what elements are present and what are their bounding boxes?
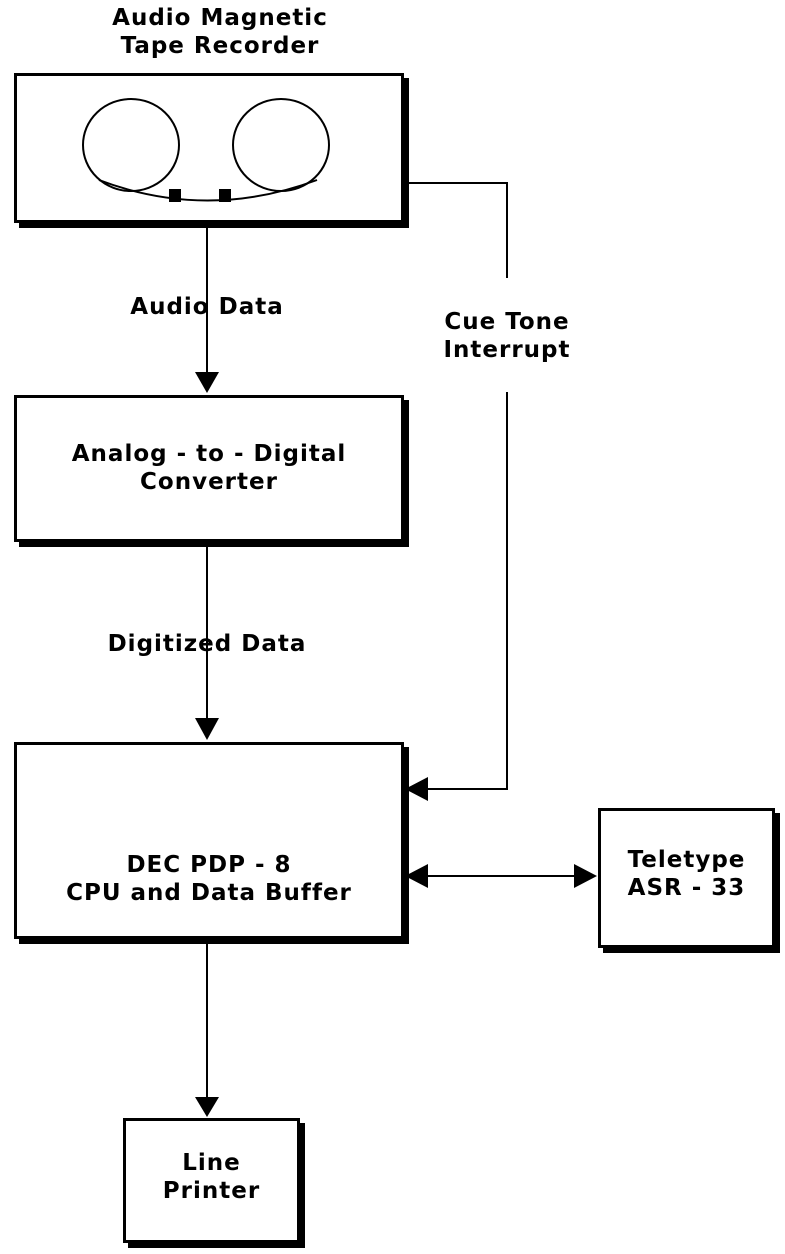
audio-data-label: Audio Data (130, 294, 284, 320)
cue-tone-line2: Interrupt (443, 337, 571, 363)
cue-tone-interrupt-label: Cue Tone Interrupt (417, 308, 597, 364)
cpu-label-line2: CPU and Data Buffer (66, 880, 352, 906)
adc-label-line1: Analog - to - Digital (71, 441, 347, 467)
teletype-label-line1: Teletype (627, 847, 746, 873)
tape-recorder-title-line1: Audio Magnetic (112, 5, 328, 31)
printer-arrowhead (195, 1097, 219, 1117)
audio-data-arrowhead (195, 372, 219, 393)
line-printer-label-line1: Line (182, 1150, 241, 1176)
tape-recorder-title-line2: Tape Recorder (120, 33, 320, 59)
cpu-label: DEC PDP - 8 CPU and Data Buffer (17, 851, 401, 907)
line-printer-label-line2: Printer (162, 1178, 261, 1204)
teletype-label-line2: ASR - 33 (627, 875, 746, 901)
adc-label: Analog - to - Digital Converter (17, 440, 401, 496)
cue-tone-arrowhead (405, 777, 428, 801)
teletype-arrowhead-right (574, 864, 597, 888)
cue-tone-line1: Cue Tone (444, 309, 570, 335)
teletype-box: Teletype ASR - 33 (598, 808, 775, 948)
tape-recorder-box (14, 73, 404, 223)
line-printer-label: Line Printer (126, 1149, 297, 1205)
adc-label-line2: Converter (140, 469, 278, 495)
teletype-label: Teletype ASR - 33 (601, 846, 772, 902)
cpu-label-line1: DEC PDP - 8 (126, 852, 292, 878)
digitized-data-label: Digitized Data (107, 631, 307, 657)
tape-reels-icon (82, 98, 330, 202)
adc-box: Analog - to - Digital Converter (14, 395, 404, 542)
teletype-arrowhead-left (405, 864, 428, 888)
digitized-data-arrowhead (195, 718, 219, 740)
line-printer-box: Line Printer (123, 1118, 300, 1243)
cpu-box: DEC PDP - 8 CPU and Data Buffer (14, 742, 404, 939)
tape-recorder-title: Audio Magnetic Tape Recorder (60, 4, 380, 60)
